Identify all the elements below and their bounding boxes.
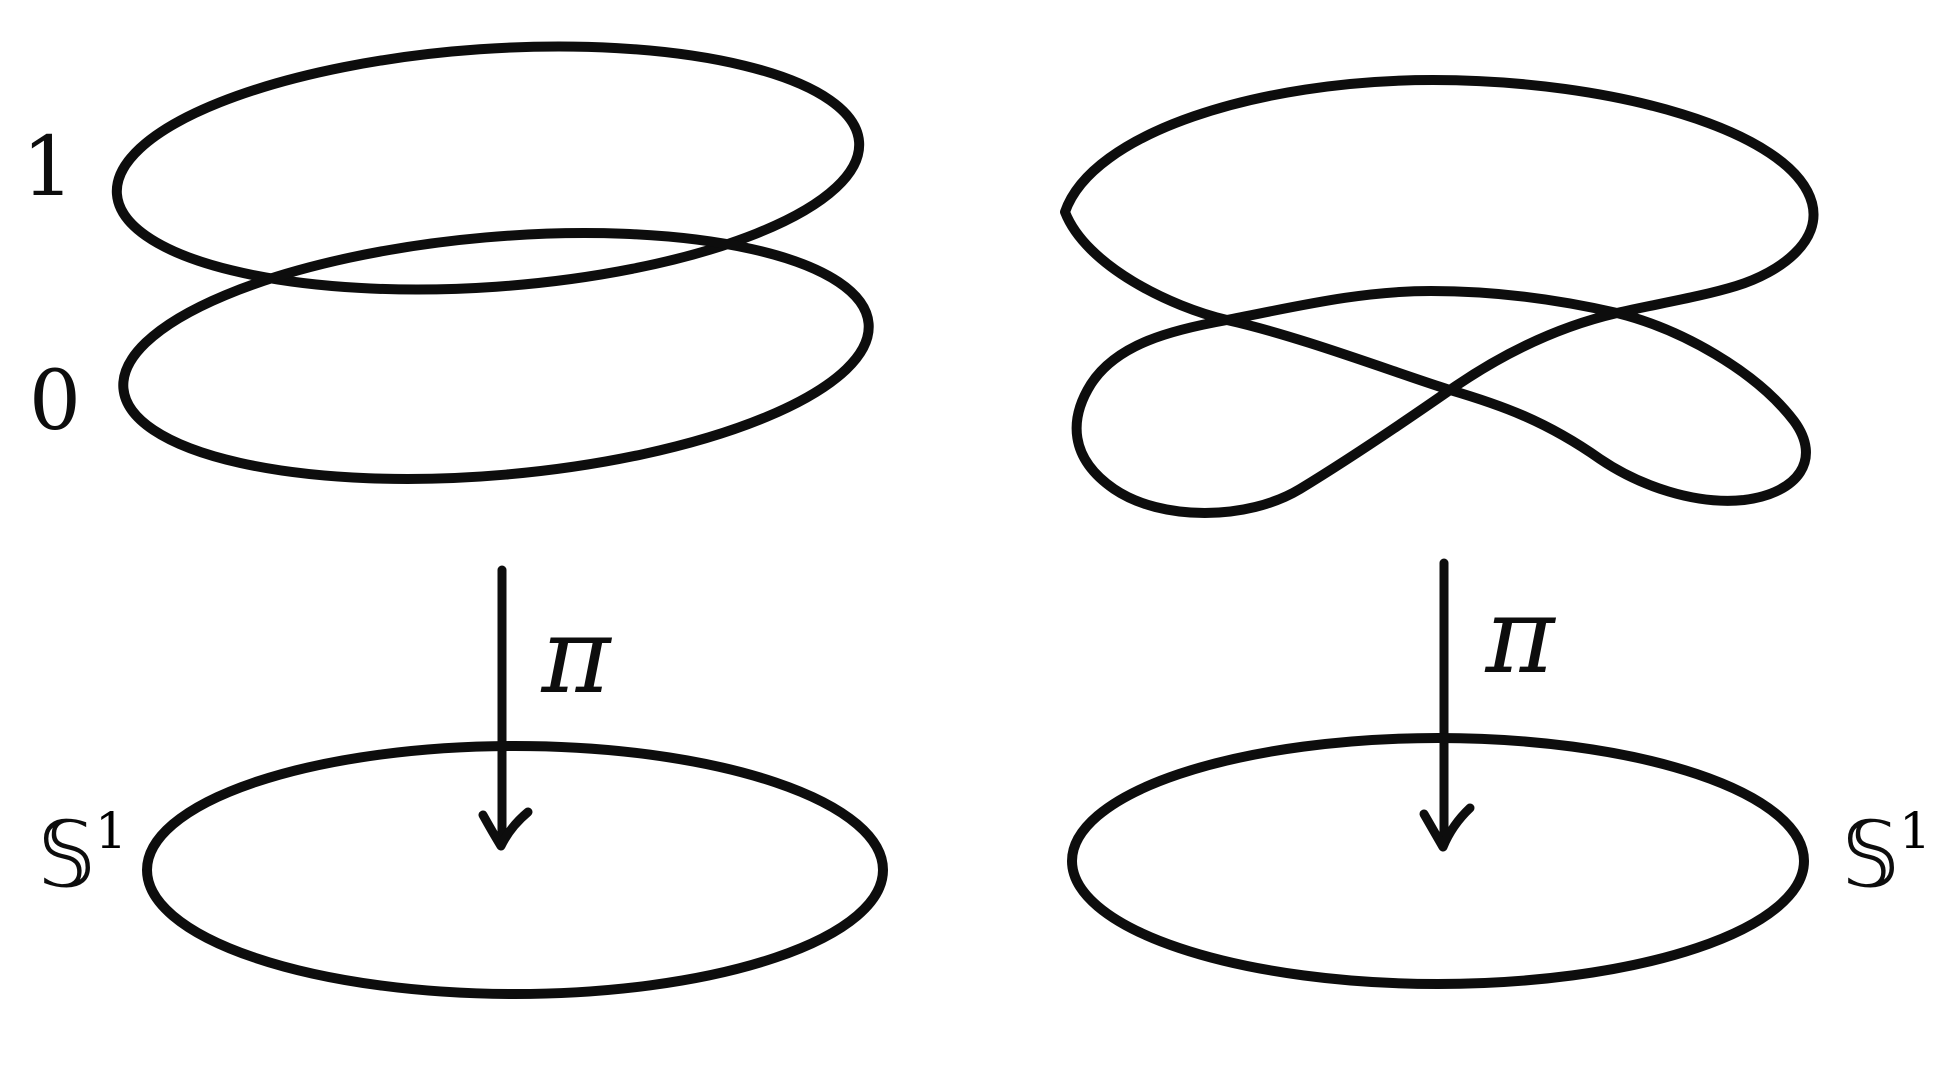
right-base-circle [1067, 733, 1809, 989]
left-base-space-exponent: 1 [95, 802, 127, 860]
left-cover-sheet-1-circle [111, 41, 865, 295]
right-twisted-cover-curve [1060, 75, 1819, 518]
sheet-label-1: 1 [22, 120, 74, 215]
right-projection-pi-label: π [1484, 575, 1556, 697]
sheet-label-0: 0 [29, 354, 81, 449]
right-base-space-symbol: 𝕊 [1842, 803, 1899, 908]
left-projection-arrowhead-icon [478, 807, 533, 851]
trivial-double-cover-group: 1 0 π 𝕊1 [22, 41, 888, 999]
left-base-circle [142, 741, 888, 999]
right-projection-arrowhead-icon [1419, 803, 1475, 852]
left-projection-pi-label: π [540, 595, 612, 717]
left-cover-sheet-0-circle [118, 228, 874, 484]
left-base-space-label: 𝕊1 [38, 802, 127, 908]
twisted-double-cover-group: π 𝕊1 [1060, 75, 1931, 989]
right-base-space-label: 𝕊1 [1842, 802, 1931, 908]
left-base-space-symbol: 𝕊 [38, 803, 95, 908]
right-base-space-exponent: 1 [1899, 802, 1931, 860]
